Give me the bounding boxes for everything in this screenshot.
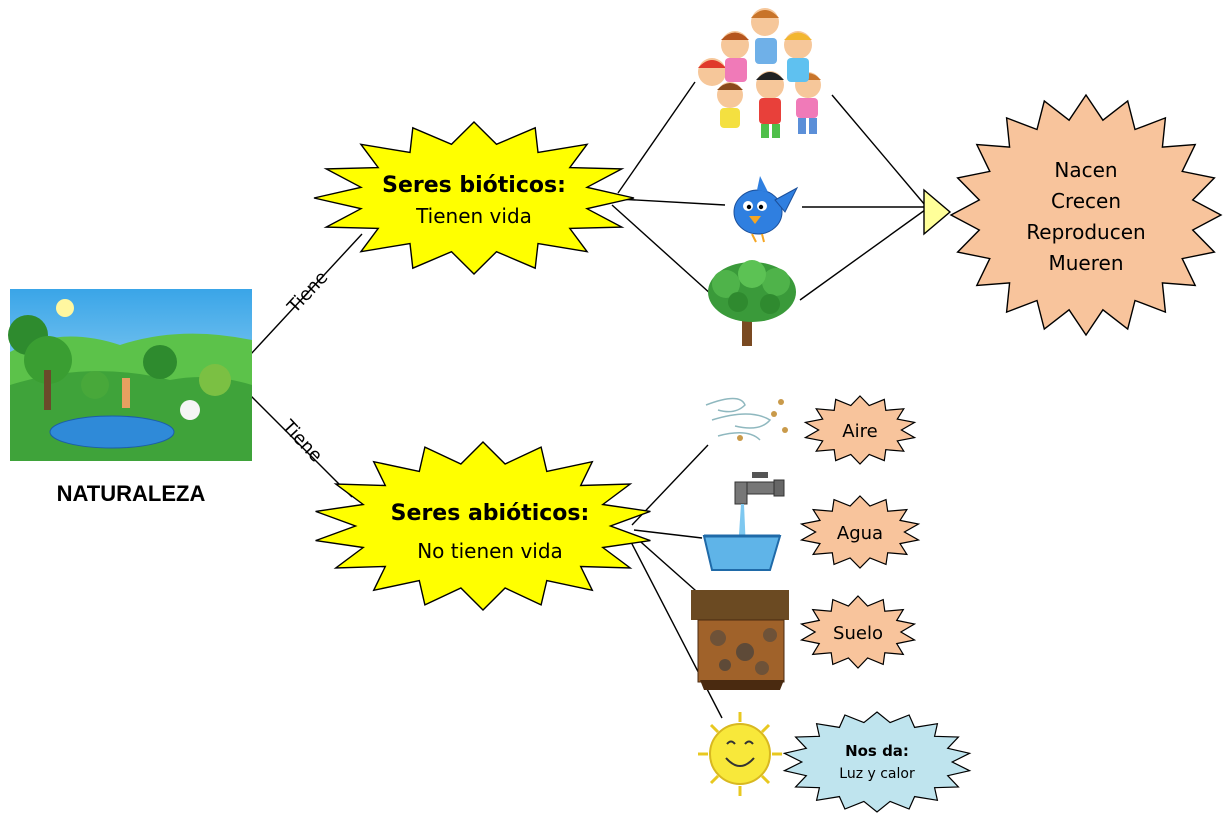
arrow-icon bbox=[923, 188, 952, 236]
suelo-burst: Suelo bbox=[799, 595, 917, 669]
sun-benefit-title: Nos da: bbox=[845, 742, 909, 760]
bird-icon bbox=[733, 176, 799, 243]
faucet-icon bbox=[702, 472, 785, 571]
nature-landscape-icon bbox=[8, 289, 252, 461]
life-cycle-item: Mueren bbox=[1049, 251, 1124, 275]
abioticos-burst: Seres abióticos: No tienen vida bbox=[315, 441, 651, 611]
life-cycle-item: Crecen bbox=[1051, 189, 1121, 213]
edge-label-tiene-top: Tiene bbox=[283, 267, 332, 318]
life-cycle-item: Nacen bbox=[1054, 158, 1117, 182]
edge-label-tiene-bottom: Tiene bbox=[277, 415, 326, 466]
sun-icon bbox=[698, 712, 782, 796]
bioticos-title: Seres bióticos: bbox=[382, 173, 566, 198]
sun-benefit-burst: Nos da: Luz y calor bbox=[782, 711, 972, 813]
tree-icon bbox=[708, 260, 796, 346]
life-cycle-item: Reproducen bbox=[1026, 220, 1145, 244]
soil-icon bbox=[691, 590, 789, 690]
sun-benefit-subtitle: Luz y calor bbox=[839, 766, 915, 782]
abioticos-subtitle: No tienen vida bbox=[417, 539, 563, 563]
aire-burst: Aire bbox=[803, 395, 917, 465]
aire-label: Aire bbox=[842, 421, 877, 442]
bioticos-burst: Seres bióticos: Tienen vida bbox=[313, 121, 635, 275]
abioticos-title: Seres abióticos: bbox=[391, 501, 590, 526]
root-title: NATURALEZA bbox=[57, 481, 206, 506]
agua-burst: Agua bbox=[799, 495, 921, 569]
life-cycle-burst: Nacen Crecen Reproducen Mueren bbox=[949, 93, 1223, 337]
suelo-label: Suelo bbox=[833, 623, 883, 644]
children-icon bbox=[698, 8, 821, 138]
wind-icon bbox=[705, 397, 788, 441]
bioticos-subtitle: Tienen vida bbox=[415, 204, 532, 228]
agua-label: Agua bbox=[837, 523, 883, 544]
